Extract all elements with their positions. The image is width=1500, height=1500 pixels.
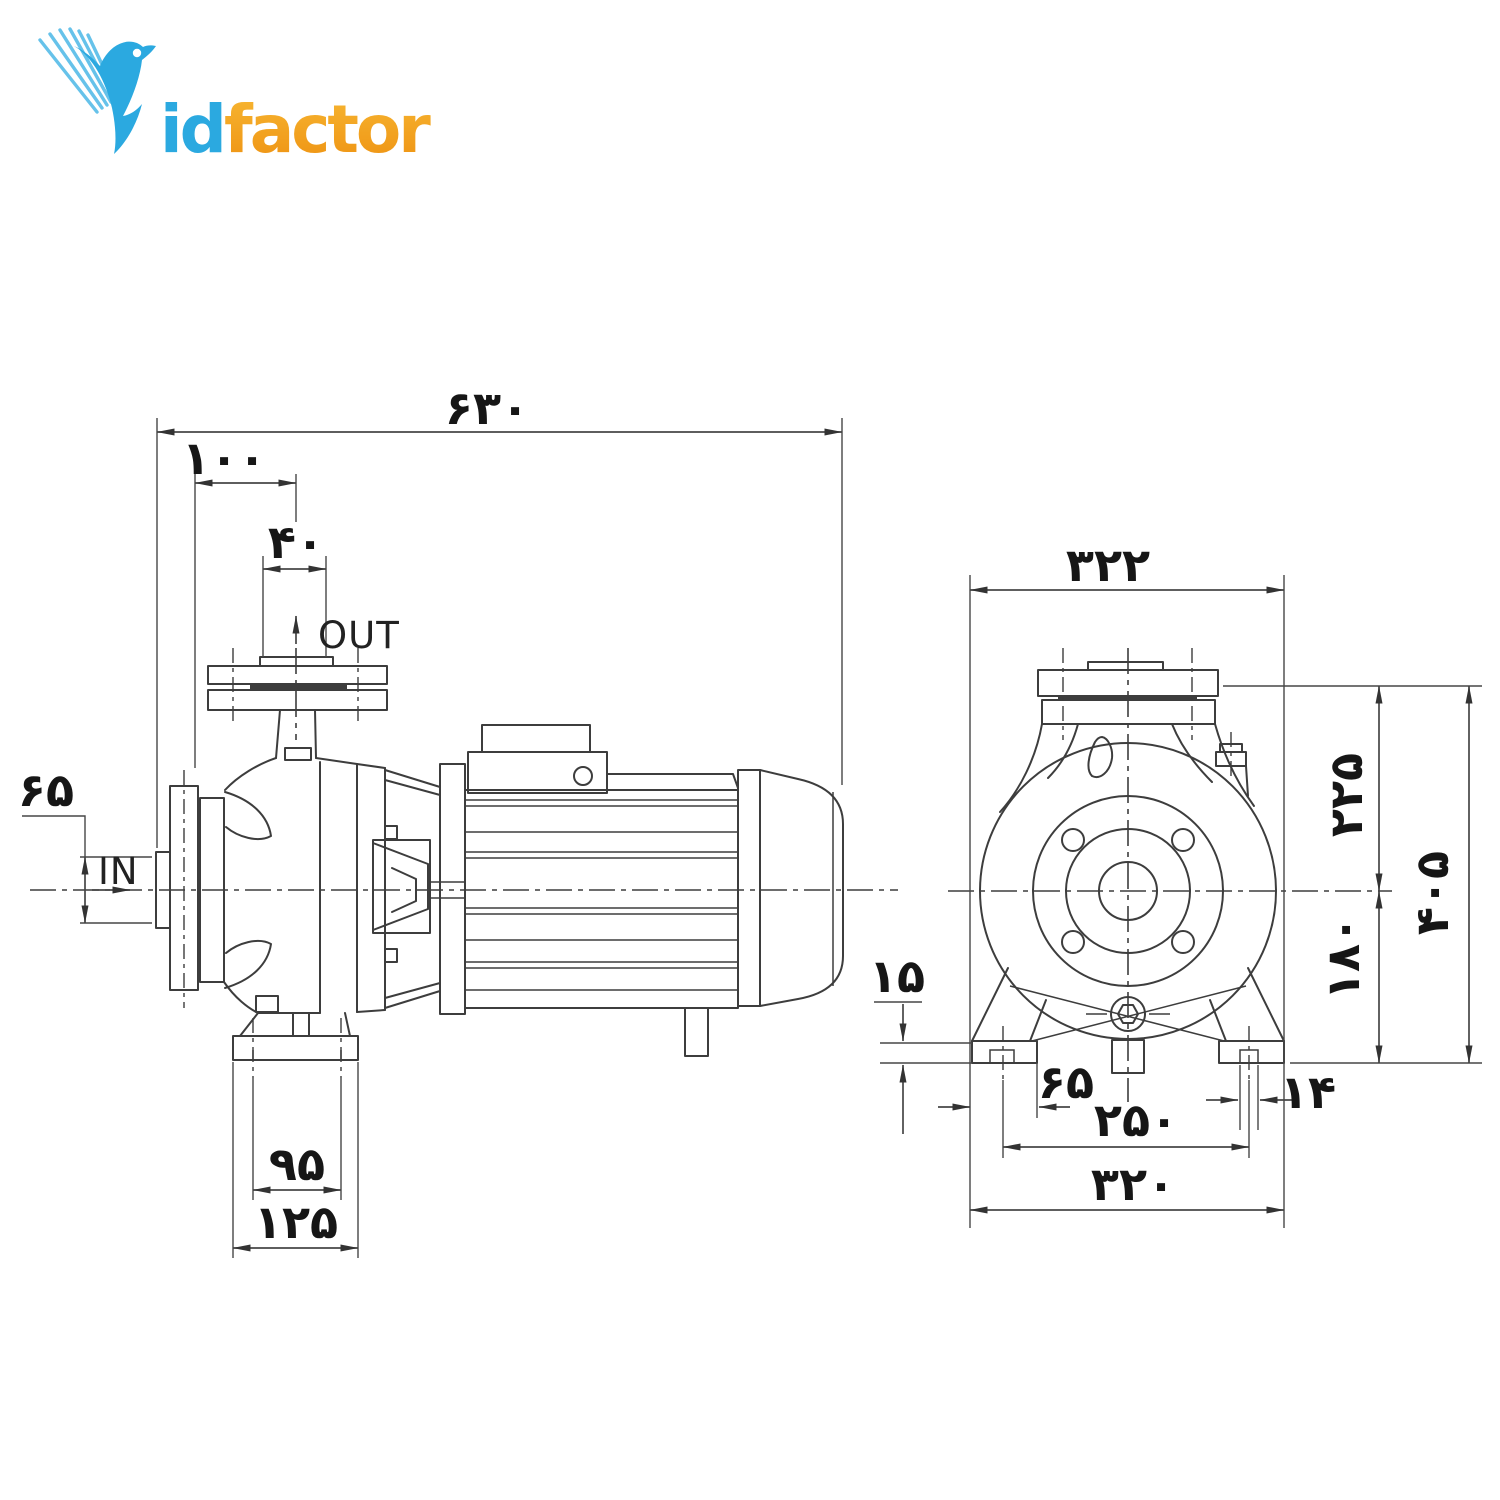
suction-bore xyxy=(1098,861,1158,921)
label-out-port: OUT xyxy=(318,614,400,657)
front-discharge-flange xyxy=(1037,648,1219,740)
pump-foot xyxy=(232,1012,359,1078)
logo-text-id: id xyxy=(160,91,224,168)
motor-body xyxy=(464,789,739,1009)
casing-bottom-bolt xyxy=(255,995,279,1013)
terminal-box-hole xyxy=(573,766,593,786)
dim-base-overall-width: ۳۲۰ xyxy=(1091,1157,1175,1211)
motor-end-band xyxy=(737,769,761,1007)
dim-anchor-bolt-spacing: ۲۵۰ xyxy=(1094,1093,1178,1147)
flange-bolt-holes xyxy=(1061,828,1195,954)
dim-outlet-size: ۴۰ xyxy=(268,515,324,569)
dim-foot-base-width: ۱۲۵ xyxy=(254,1195,338,1249)
bird-feather-logo-icon xyxy=(38,27,156,154)
motor-cooling-fins xyxy=(465,799,738,991)
suction-flange xyxy=(155,770,225,1008)
dim-inlet-size: ۶۵ xyxy=(18,763,74,817)
logo-text-factor: factor xyxy=(224,91,431,168)
dim-overall-length: ۶۳۰ xyxy=(445,381,529,435)
volute-casing xyxy=(223,747,398,1014)
label-in-port: IN xyxy=(98,850,139,893)
dim-overall-height: ۴۰۵ xyxy=(1405,851,1459,935)
dim-body-width: ۳۲۲ xyxy=(1066,538,1150,592)
discharge-flange xyxy=(207,648,388,759)
pump-side-view: ۶۳۰ ۱۰۰ ۴۰ OUT ۶۵ IN xyxy=(18,381,898,1258)
side-view-dimensions: ۶۳۰ ۱۰۰ ۴۰ OUT ۶۵ IN xyxy=(18,381,843,1258)
vidfactor-logo: id factor xyxy=(38,27,434,168)
air-vent-plug xyxy=(1215,732,1249,797)
dim-inlet-face-to-outlet-axis: ۱۰۰ xyxy=(182,431,266,485)
motor xyxy=(439,724,844,1057)
pump-front-view: ۳۲۲ ۲۲۵ ۱۸۰ ۴۰۵ ۱۵ ۶۵ xyxy=(869,538,1482,1228)
casing-top-bolt xyxy=(284,747,312,761)
front-view-dimensions: ۳۲۲ ۲۲۵ ۱۸۰ ۴۰۵ ۱۵ ۶۵ xyxy=(869,538,1482,1228)
dim-foot-pad-width: ۶۵ xyxy=(1038,1055,1094,1109)
dim-anchor-bolt-hole: ۱۴ xyxy=(1280,1065,1336,1119)
dim-foot-pad-thickness: ۱۵ xyxy=(869,949,925,1003)
flange-gussets xyxy=(999,723,1255,813)
dim-axis-to-base: ۱۸۰ xyxy=(1316,916,1370,1000)
motor-end-cap xyxy=(759,769,844,1007)
bearing-bracket xyxy=(372,769,465,1009)
dim-foot-bolt-span: ۹۵ xyxy=(269,1137,325,1191)
terminal-box xyxy=(467,751,608,794)
motor-foot xyxy=(684,1007,709,1057)
motor-front-flange xyxy=(439,763,466,1015)
dim-axis-to-outlet-top: ۲۲۵ xyxy=(1319,753,1373,837)
